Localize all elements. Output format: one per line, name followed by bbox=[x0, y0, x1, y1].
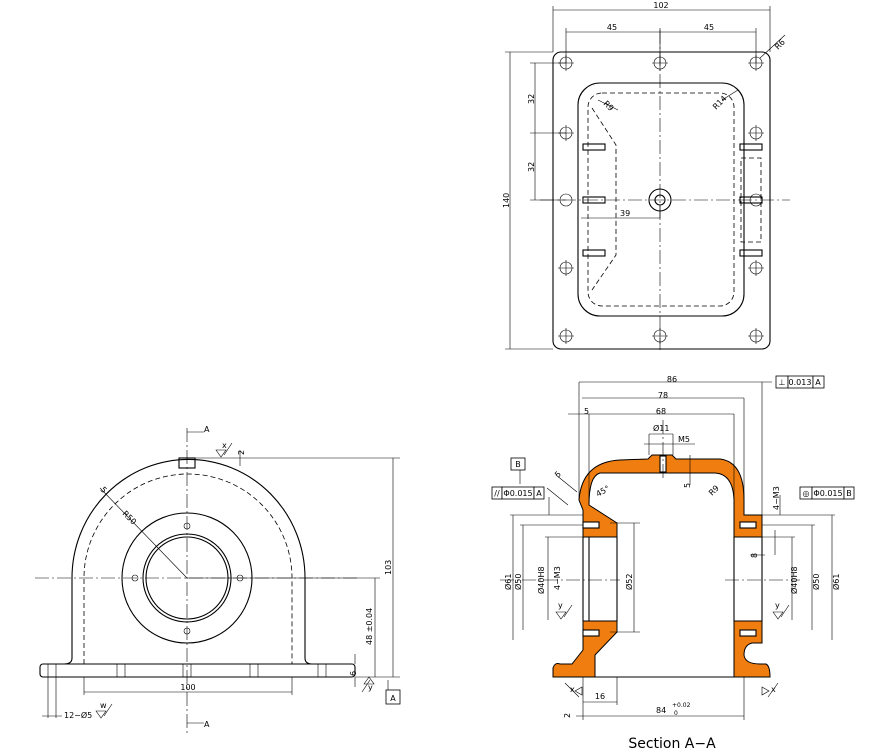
svg-text:Φ0.015: Φ0.015 bbox=[503, 489, 532, 498]
dim-pitch-lower: 32 bbox=[527, 162, 536, 172]
housing-outline bbox=[71, 458, 313, 665]
dim-radius: R50 bbox=[121, 509, 139, 527]
tol-lower: 0 bbox=[674, 710, 678, 717]
dim-wall: 5 bbox=[99, 485, 109, 495]
dim-width: 102 bbox=[653, 1, 668, 10]
svg-text:A: A bbox=[815, 378, 821, 387]
dim-d61-left: Ø61 bbox=[503, 574, 513, 590]
roughness-x-right-icon bbox=[761, 682, 779, 698]
svg-text:B: B bbox=[846, 489, 852, 498]
roughness-y-label: y bbox=[368, 683, 373, 692]
front-dimension-lines bbox=[42, 431, 400, 724]
dim-base-thickness: 16 bbox=[595, 692, 605, 701]
dim-left-thread: 4−M3 bbox=[553, 566, 562, 590]
base-plate-outline bbox=[552, 51, 771, 350]
hidden-cavity bbox=[587, 92, 735, 307]
dim-45-left: 45 bbox=[607, 23, 617, 32]
body-outline bbox=[577, 82, 745, 317]
section-right-base-hatch bbox=[733, 620, 771, 678]
concentricity-tolerance: ◎ Φ0.015 B bbox=[799, 486, 855, 500]
dim-base-width: 84 bbox=[656, 706, 666, 715]
section-mark-top: A bbox=[204, 425, 210, 434]
dim-boss-dia: Ø11 bbox=[653, 423, 669, 433]
dim-d52: Ø52 bbox=[624, 574, 634, 590]
roughness-y-right-icon bbox=[772, 604, 790, 620]
svg-text:0.013: 0.013 bbox=[789, 378, 812, 387]
dim-d40-left: Ø40H8 bbox=[536, 566, 546, 594]
dim-d40-right: Ø40H8 bbox=[789, 566, 799, 594]
svg-text:Φ0.015: Φ0.015 bbox=[813, 489, 842, 498]
datum-a: A bbox=[390, 694, 396, 703]
front-view: A A 2 x 5 R50 103 48 ±0.04 6 100 12−Ø5 w… bbox=[35, 425, 401, 735]
hidden-boss bbox=[740, 157, 762, 243]
top-view: 102 45 45 R6 140 32 32 R9 R14 39 bbox=[502, 1, 790, 350]
parallelism-tolerance: // Φ0.015 A bbox=[491, 486, 545, 500]
roughness-y-right-label: y bbox=[775, 601, 780, 610]
dim-offset2: 2 bbox=[563, 713, 572, 718]
dim-chamfer: 5 bbox=[553, 469, 563, 479]
dim-flange-thickness: 6 bbox=[349, 671, 358, 676]
dim-45-right: 45 bbox=[704, 23, 714, 32]
datum-b-box bbox=[510, 457, 526, 471]
hidden-inner-wall bbox=[83, 473, 293, 664]
dim-pitch-upper: 32 bbox=[527, 94, 536, 104]
roughness-y-left-label: y bbox=[558, 601, 563, 610]
section-mark-bottom: A bbox=[204, 720, 210, 729]
dim-width: 100 bbox=[180, 683, 195, 692]
dim-height: 103 bbox=[384, 560, 393, 575]
dim-thread: M5 bbox=[678, 435, 690, 444]
dim-d50-left: Ø50 bbox=[513, 574, 523, 590]
roughness-y-left-icon bbox=[555, 604, 573, 620]
dim-fillet: R9 bbox=[707, 484, 721, 498]
roughness-x-icon bbox=[215, 442, 233, 458]
section-upper-hatch bbox=[578, 454, 763, 538]
section-dimension-lines bbox=[510, 381, 835, 720]
section-title: Section A−A bbox=[628, 736, 716, 752]
top-view-dimension-lines bbox=[505, 6, 786, 350]
dim-center-height: 48 ±0.04 bbox=[365, 608, 374, 645]
perpendicularity-tolerance: ⊥ 0.013 A bbox=[775, 375, 825, 389]
section-view: 86 78 68 5 Ø11 M5 5 R9 5 45° B ⊥ 0.013 A… bbox=[491, 375, 855, 752]
roughness-x-left-label: x bbox=[570, 685, 575, 694]
dim-inner-flange: 78 bbox=[658, 391, 668, 400]
dim-corner-radius: R6 bbox=[773, 38, 787, 52]
roughness-x-label: x bbox=[222, 441, 227, 450]
datum-b: B bbox=[515, 460, 521, 469]
dim-height: 140 bbox=[502, 193, 511, 208]
roughness-w-icon bbox=[95, 703, 113, 719]
dim-offset: 39 bbox=[620, 209, 630, 218]
dim-outer-radius: R14 bbox=[711, 94, 729, 112]
dim-top-step: 2 bbox=[237, 450, 246, 455]
tol-upper: +0.02 bbox=[672, 702, 691, 709]
threaded-holes bbox=[582, 143, 763, 257]
hidden-rib bbox=[591, 107, 617, 291]
dim-inner-radius: R9 bbox=[602, 99, 616, 113]
base-flange bbox=[39, 663, 356, 678]
dim-d61-right: Ø61 bbox=[831, 574, 841, 590]
svg-text:A: A bbox=[536, 489, 542, 498]
roughness-w-label: w bbox=[100, 701, 107, 710]
svg-text:◎: ◎ bbox=[803, 489, 810, 498]
svg-text://: // bbox=[494, 489, 500, 498]
svg-text:⊥: ⊥ bbox=[779, 378, 786, 387]
flange-holes-hidden bbox=[47, 664, 327, 677]
dim-top-thickness: 5 bbox=[683, 483, 692, 488]
mounting-holes bbox=[131, 522, 244, 635]
dim-right-thread: 4−M3 bbox=[772, 486, 781, 510]
section-left-base-hatch bbox=[552, 620, 618, 678]
dim-angle: 45° bbox=[595, 484, 612, 499]
dim-bore-span: 68 bbox=[656, 407, 666, 416]
dim-depth8: 8 bbox=[750, 553, 759, 558]
datum-a-box bbox=[385, 689, 401, 705]
roughness-x-left-icon bbox=[564, 682, 583, 698]
roughness-y-icon bbox=[361, 676, 375, 693]
dim-wall: 5 bbox=[584, 407, 589, 416]
dim-holes: 12−Ø5 bbox=[64, 710, 92, 720]
dim-d50-right: Ø50 bbox=[811, 574, 821, 590]
bolt-holes bbox=[558, 55, 764, 344]
dim-overall: 86 bbox=[667, 375, 677, 384]
